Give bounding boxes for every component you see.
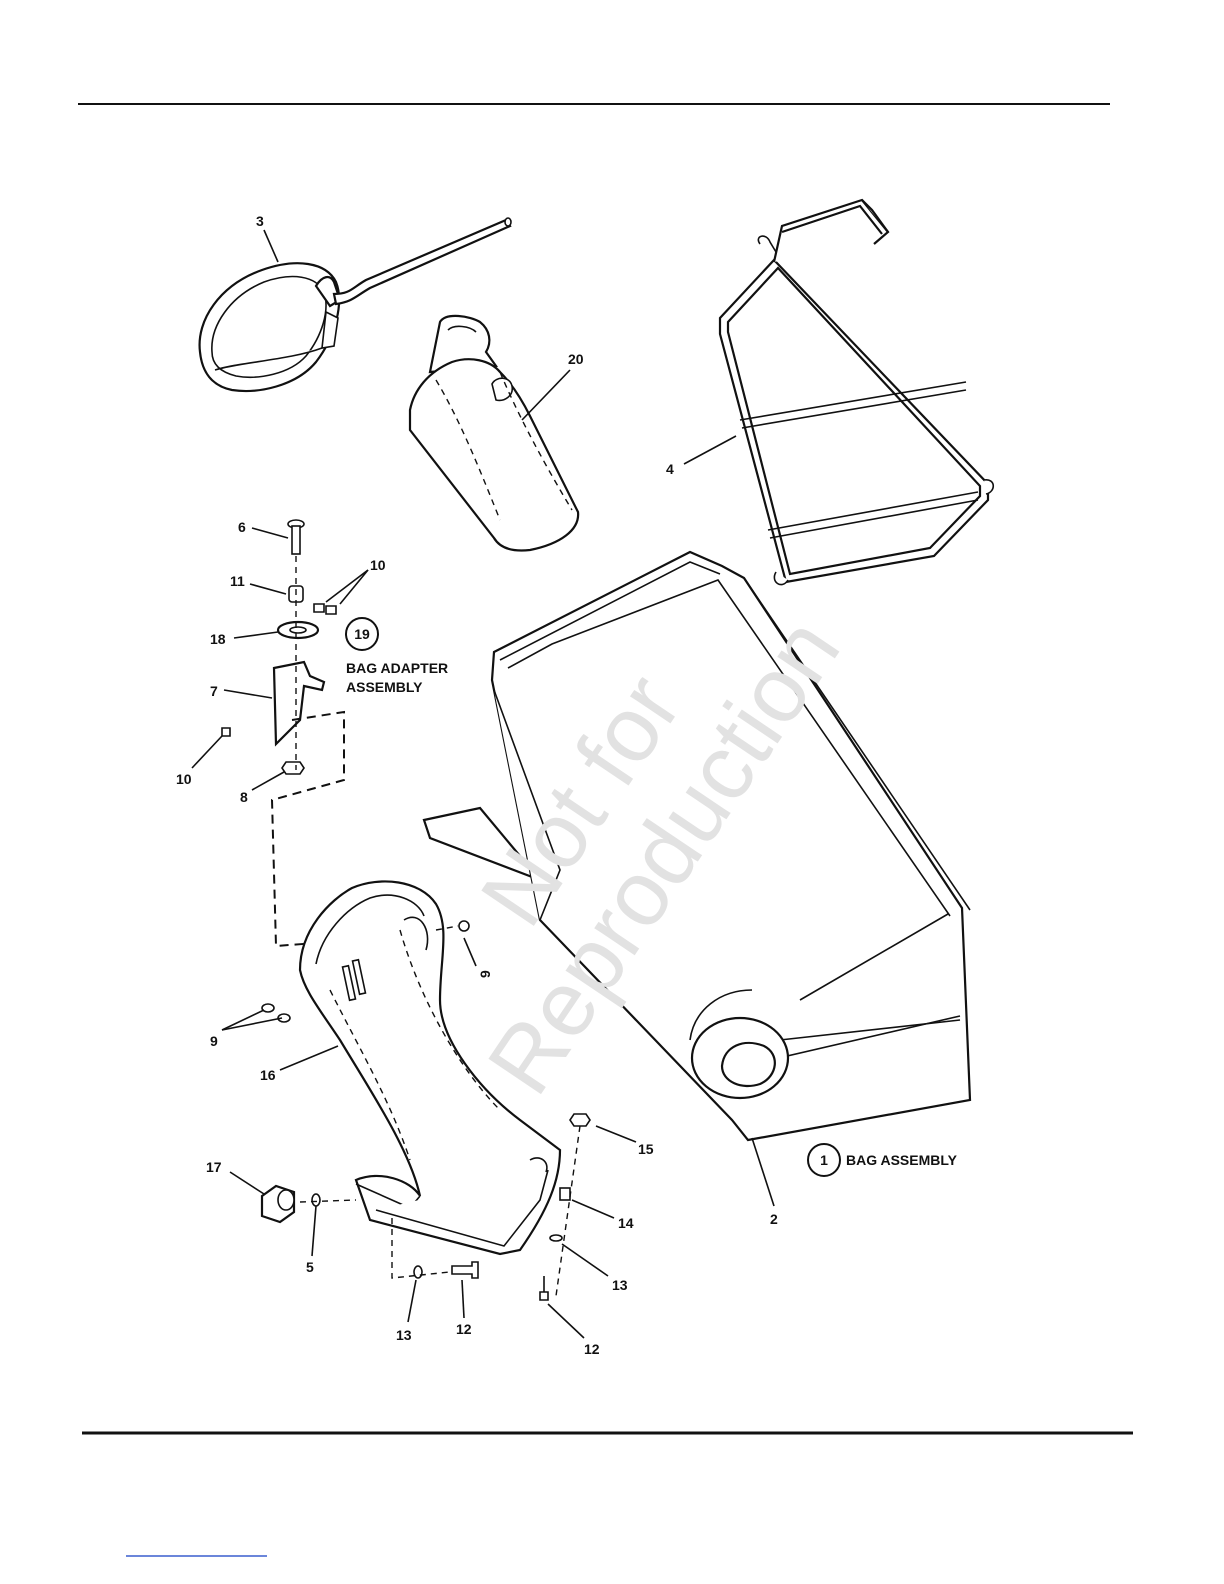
part-12-bolts xyxy=(452,1262,548,1300)
bag-adapter-assembly-line1: BAG ADAPTER xyxy=(346,660,448,676)
callout-17: 17 xyxy=(206,1159,222,1175)
callout-18: 18 xyxy=(210,631,226,647)
callout-5: 5 xyxy=(306,1259,314,1275)
part-15-nut xyxy=(570,1114,590,1126)
callout-16: 16 xyxy=(260,1067,276,1083)
callout-12a: 12 xyxy=(456,1321,472,1337)
part-17-knob xyxy=(262,1186,294,1222)
callout-9b: 9 xyxy=(210,1033,218,1049)
part-14-spacer xyxy=(560,1188,570,1200)
bag-assembly-text: BAG ASSEMBLY xyxy=(846,1152,958,1168)
part-8-nut xyxy=(282,762,304,774)
callout-15: 15 xyxy=(638,1141,654,1157)
callout-10b: 10 xyxy=(176,771,192,787)
callout-13b: 13 xyxy=(396,1327,412,1343)
bag-adapter-assembly-label: 19 BAG ADAPTER ASSEMBLY xyxy=(346,618,448,695)
part-7-bracket xyxy=(274,662,324,744)
callout-6: 6 xyxy=(238,519,246,535)
part-5-washer xyxy=(312,1194,320,1206)
callout-9a: 9 xyxy=(477,970,493,978)
bag-adapter-assembly-number: 19 xyxy=(354,626,370,642)
callout-11: 11 xyxy=(230,573,245,589)
callout-14: 14 xyxy=(618,1215,634,1231)
part-4-frame xyxy=(720,200,993,585)
part-18-washer xyxy=(278,622,318,638)
bag-assembly-number: 1 xyxy=(820,1152,828,1168)
bag-adapter-assembly-line2: ASSEMBLY xyxy=(346,679,423,695)
callout-10a: 10 xyxy=(370,557,386,573)
callout-20: 20 xyxy=(568,351,584,367)
callout-2: 2 xyxy=(770,1211,778,1227)
callout-7: 7 xyxy=(210,683,218,699)
part-6-screw xyxy=(288,520,304,554)
callout-8: 8 xyxy=(240,789,248,805)
callout-3: 3 xyxy=(256,213,264,229)
bag-assembly-label: 1 BAG ASSEMBLY xyxy=(808,1144,958,1176)
part-20-flap xyxy=(410,316,578,551)
callout-13a: 13 xyxy=(612,1277,628,1293)
callout-4: 4 xyxy=(666,461,674,477)
callout-12b: 12 xyxy=(584,1341,600,1357)
